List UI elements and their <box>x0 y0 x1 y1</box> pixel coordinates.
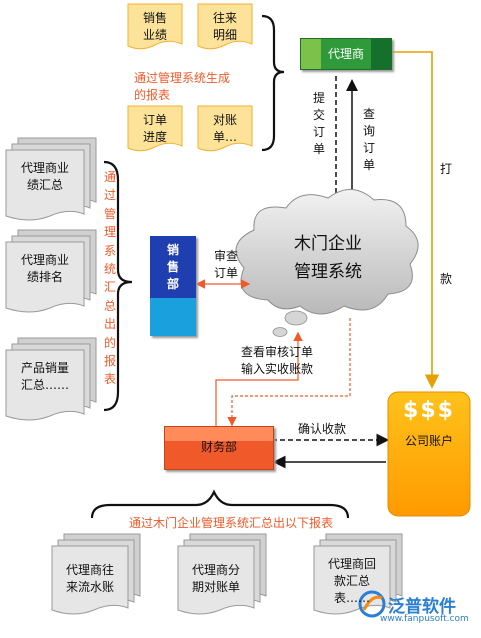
cloud-to-finance-arrow <box>227 318 351 427</box>
submit-order-label: 提 交 订 单 <box>312 91 325 156</box>
cloud-line-1: 木门企业 <box>294 234 362 254</box>
top-report-doc-3 <box>127 105 183 152</box>
left-report-doc-3 <box>5 337 97 421</box>
cloud-line-2: 管理系统 <box>294 262 362 282</box>
left-report-2: 代理商业 绩排名 <box>20 253 69 284</box>
left-report-doc-1 <box>5 137 97 221</box>
bottom-report-3: 代理商回 款汇总 表…… <box>327 557 376 605</box>
bottom-caption: 通过木门企业管理系统汇总出以下报表 <box>128 516 333 530</box>
logo-url: www.fanpusoft.com <box>380 614 469 624</box>
top-report-doc-4 <box>197 105 253 152</box>
top-report-4: 对账 单… <box>212 113 237 144</box>
company-account-box <box>387 391 471 517</box>
bottom-report-doc-3 <box>313 533 403 615</box>
cloud-shape <box>235 189 419 337</box>
top-report-doc-1 <box>127 3 183 50</box>
finance-dept-label: 财务部 <box>200 440 237 454</box>
top-reports-caption: 通过管理系统生成 的报表 <box>134 71 231 102</box>
top-report-doc-2 <box>197 3 253 50</box>
logo-name: 泛普软件 <box>388 597 456 617</box>
logo-mark <box>358 590 386 618</box>
bottom-report-doc-1 <box>51 533 141 615</box>
payment-label-top: 打 <box>440 162 453 176</box>
left-report-1: 代理商业 绩汇总 <box>20 161 69 192</box>
agent-label: 代理商 <box>327 47 364 61</box>
left-caption: 通过管理系统汇总出的报表 <box>103 170 116 387</box>
finance-dept-box: 财务部 <box>164 426 274 470</box>
bottom-report-doc-2 <box>177 533 267 615</box>
payment-line <box>390 51 440 389</box>
dollar-icon: $$$ <box>403 398 455 423</box>
review-order-label: 审查 订单 <box>213 249 238 280</box>
sales-dept-label: 销售部 <box>166 243 179 291</box>
left-report-doc-2 <box>5 229 97 313</box>
left-report-3: 产品销量 汇总…… <box>20 361 69 392</box>
top-report-3: 订单 进度 <box>142 113 167 144</box>
payment-label-bottom: 款 <box>440 272 453 286</box>
agent-box: 代理商 <box>300 38 392 70</box>
left-brace <box>103 160 133 412</box>
bottom-report-1: 代理商往 来流水账 <box>65 563 114 594</box>
top-brace <box>261 14 285 152</box>
bottom-report-2: 代理商分 期对账单 <box>191 563 240 594</box>
cloud-title: 木门企业 管理系统 <box>268 230 388 286</box>
confirm-receipt-label: 确认收款 <box>298 422 347 436</box>
top-report-1: 销售 业绩 <box>142 11 167 42</box>
finance-to-cloud-arrow <box>215 331 303 426</box>
sales-dept-box: 销售部 <box>150 236 196 336</box>
bottom-brace <box>90 489 350 519</box>
top-report-2: 往来 明细 <box>212 11 237 42</box>
company-account-label: 公司账户 <box>404 434 453 448</box>
query-order-label: 查 询 订 单 <box>362 107 375 172</box>
view-review-label: 查看审核订单 输入实收账款 <box>240 345 313 376</box>
